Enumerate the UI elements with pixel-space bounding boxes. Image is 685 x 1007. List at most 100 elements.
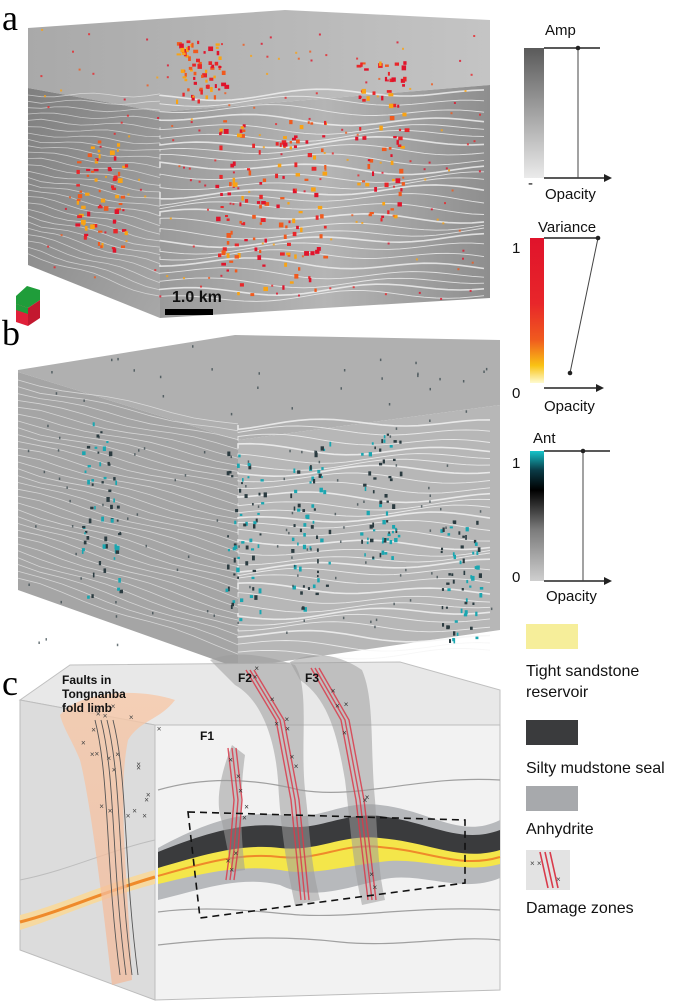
svg-text:× ×: × ×	[530, 859, 542, 868]
variance-bottom-label: 0	[512, 385, 520, 402]
ant-track-speck	[313, 479, 316, 484]
variance-speck	[226, 269, 230, 272]
ant-track-speck	[475, 611, 478, 617]
ant-track-speck	[389, 478, 393, 482]
ant-track-speck	[374, 625, 376, 629]
fracture-mark: ×	[342, 728, 347, 737]
fracture-mark: ×	[99, 802, 104, 811]
reflector-line	[159, 217, 485, 231]
ant-track-speck	[316, 548, 319, 552]
reflector-line	[237, 613, 491, 626]
variance-speck	[269, 36, 272, 39]
variance-speck	[154, 269, 157, 272]
variance-speck	[280, 252, 285, 256]
variance-speck	[197, 99, 200, 104]
variance-speck	[199, 87, 203, 92]
variance-speck	[221, 43, 223, 46]
ant-track-speck	[439, 377, 441, 381]
ant-track-speck	[312, 584, 316, 589]
ant-track-speck	[316, 535, 319, 540]
fracture-mark: ×	[344, 700, 349, 709]
variance-speck	[213, 75, 216, 79]
ant-track-speck	[483, 370, 485, 373]
variance-speck	[361, 62, 366, 65]
variance-speck	[428, 161, 431, 164]
variance-speck	[77, 215, 83, 219]
variance-speck	[239, 283, 244, 287]
variance-speck	[83, 235, 87, 240]
ant-track-speck	[133, 369, 135, 372]
variance-speck	[259, 222, 262, 225]
variance-speck	[156, 76, 159, 79]
ant-track-speck	[91, 483, 94, 486]
variance-speck	[365, 182, 370, 187]
variance-speck	[87, 211, 91, 217]
fracture-mark: ×	[97, 706, 102, 715]
ant-track-speck	[119, 589, 123, 594]
fracture-mark: ×	[253, 672, 258, 681]
ant-track-speck	[248, 464, 252, 470]
ant-track-speck	[321, 475, 323, 479]
ant-track-speck	[241, 482, 243, 485]
variance-speck	[387, 210, 390, 215]
ant-track-speck	[83, 399, 85, 402]
variance-speck	[93, 276, 96, 279]
ant-track-speck	[289, 449, 291, 453]
reflector-line	[17, 564, 239, 636]
ant-track-speck	[87, 465, 91, 468]
amp-bottom-label: -	[528, 175, 533, 192]
reflector-line	[237, 607, 491, 621]
panel-c-letter: c	[2, 663, 18, 703]
variance-speck	[261, 201, 266, 205]
ant-track-speck	[228, 470, 232, 474]
ant-track-speck	[379, 500, 383, 505]
variance-speck	[86, 168, 91, 172]
legend-damage-zones-label: Damage zones	[526, 900, 634, 917]
variance-speck	[197, 63, 202, 69]
ant-track-speck	[303, 533, 306, 537]
ant-track-speck	[420, 505, 423, 508]
ant-track-speck	[245, 561, 249, 566]
variance-speck	[402, 84, 405, 87]
variance-speck	[466, 143, 469, 146]
ant-track-speck	[386, 433, 390, 436]
ant-track-speck	[119, 531, 122, 535]
ant-track-speck	[386, 538, 389, 541]
ant-track-speck	[313, 508, 316, 511]
reflector-line	[27, 170, 161, 193]
ant-track-speck	[379, 504, 382, 508]
ant-track-speck	[98, 561, 102, 566]
ant-track-speck	[159, 375, 162, 379]
variance-speck	[299, 125, 304, 130]
ant-track-speck	[242, 478, 244, 482]
ant-track-speck	[251, 548, 255, 551]
reflector-line	[237, 453, 491, 464]
variance-speck	[388, 103, 394, 109]
variance-speck	[289, 281, 294, 284]
reflector-line	[27, 234, 161, 275]
variance-speck	[178, 165, 181, 168]
variance-speck	[357, 174, 360, 177]
variance-speck	[192, 63, 196, 67]
variance-speck	[369, 159, 374, 163]
variance-speck	[308, 278, 312, 283]
variance-speck	[247, 168, 251, 171]
variance-speck	[117, 178, 123, 183]
variance-speck	[95, 158, 99, 161]
variance-speck	[219, 132, 222, 136]
fault-annotation-line3: fold limb	[62, 701, 112, 715]
ant-track-speck	[320, 446, 324, 451]
ant-track-speck	[297, 470, 301, 474]
ant-track-speck	[446, 582, 450, 585]
variance-speck	[320, 214, 324, 219]
variance-speck	[397, 144, 402, 148]
variance-speck	[295, 173, 301, 177]
variance-speck	[400, 188, 403, 192]
variance-speck	[384, 76, 388, 82]
ant-track-speck	[386, 500, 389, 503]
variance-speck	[379, 161, 382, 164]
variance-speck	[186, 40, 191, 44]
ant-track-speck	[51, 371, 53, 374]
variance-speck	[94, 159, 97, 161]
variance-speck	[307, 121, 310, 124]
